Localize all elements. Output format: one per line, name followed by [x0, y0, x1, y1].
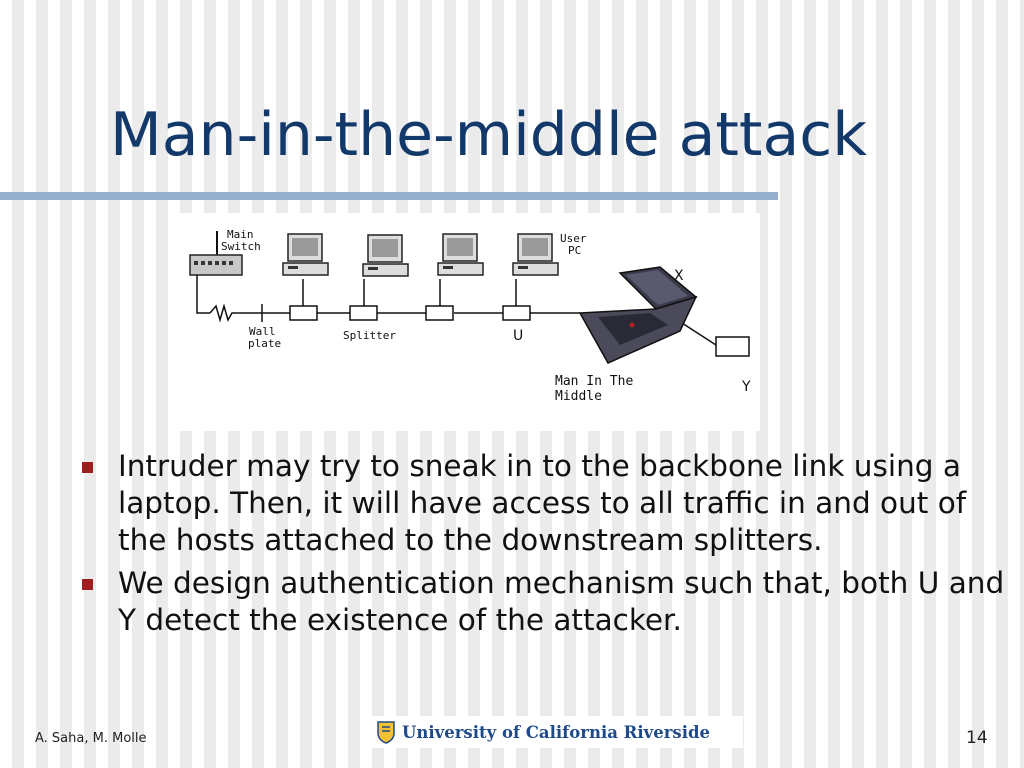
- splitter-box-3: [425, 305, 454, 321]
- desktop-computer-icon: [512, 233, 559, 276]
- wall-plate-label-line2: plate: [248, 337, 281, 350]
- main-switch-icon: [189, 231, 243, 276]
- backbone-wire: [196, 275, 717, 346]
- bullet-marker: [82, 462, 93, 473]
- main-switch-label-line1: Main: [227, 228, 254, 241]
- splitter-box-1: [289, 305, 318, 321]
- node-u-label: U: [513, 328, 523, 344]
- node-y-box: [715, 336, 750, 357]
- user-pc-label-line1: User: [560, 232, 587, 245]
- mitm-label-line2: Middle: [555, 389, 602, 404]
- page-number: 14: [966, 728, 988, 748]
- bullet-list: Intruder may try to sneak in to the back…: [80, 448, 1015, 645]
- university-seal-icon: [377, 721, 395, 744]
- wall-plate-label-line1: Wall: [249, 325, 276, 338]
- node-x-label: X: [674, 268, 684, 284]
- laptop-icon: [578, 266, 698, 364]
- splitter-box-2: [349, 305, 378, 321]
- bullet-marker: [82, 579, 93, 590]
- bullet-text: Intruder may try to sneak in to the back…: [118, 449, 967, 557]
- node-y-label: Y: [741, 379, 751, 395]
- splitter-box-u: [502, 305, 531, 321]
- desktop-computer-icon: [437, 233, 484, 276]
- desktop-computer-icon: [282, 233, 329, 276]
- bullet-item: We design authentication mechanism such …: [80, 565, 1015, 639]
- main-switch-label-line2: Switch: [221, 240, 261, 253]
- network-diagram: Main Switch: [180, 213, 760, 431]
- university-name: University of California Riverside: [402, 722, 710, 742]
- bullet-text: We design authentication mechanism such …: [118, 566, 1005, 637]
- user-pc-label-line2: PC: [568, 244, 581, 257]
- bullet-item: Intruder may try to sneak in to the back…: [80, 448, 1015, 559]
- desktop-computer-icon: [362, 234, 409, 277]
- university-logo: University of California Riverside: [370, 716, 743, 748]
- mitm-label-line1: Man In The: [555, 374, 633, 389]
- slide-title: Man-in-the-middle attack: [110, 100, 867, 170]
- splitter-label: Splitter: [343, 329, 396, 342]
- footer-authors: A. Saha, M. Molle: [35, 731, 147, 746]
- network-diagram-svg: Main Switch: [189, 228, 751, 404]
- title-divider: [0, 192, 778, 200]
